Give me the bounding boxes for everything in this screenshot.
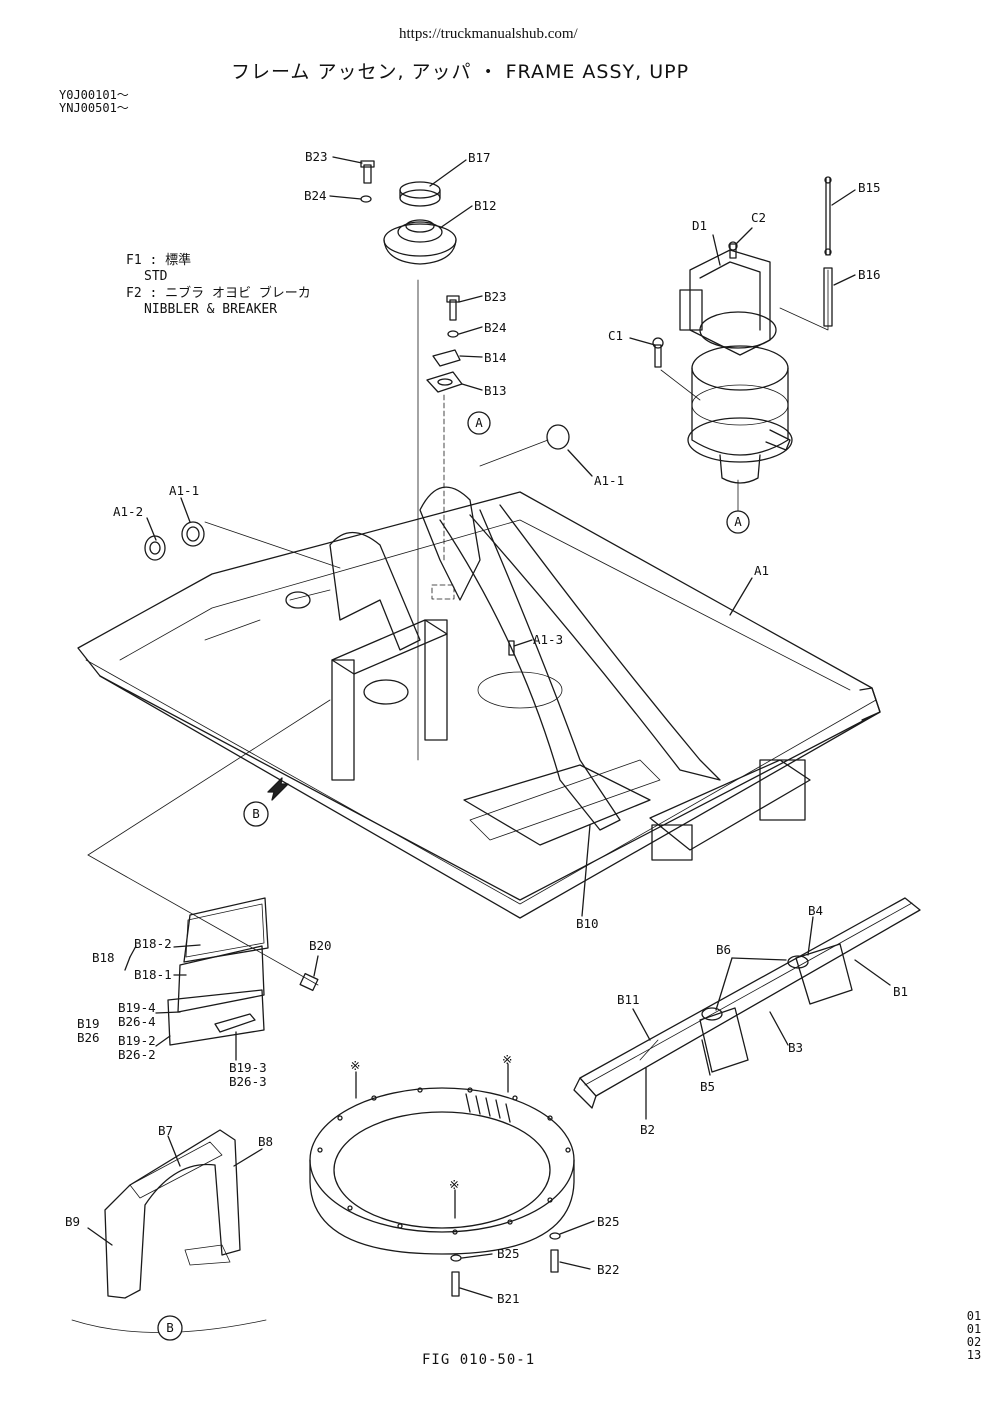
page-code-list: 01 01 02 13 bbox=[962, 1310, 986, 1362]
legend-f1-code: F1 : 標準 bbox=[126, 253, 192, 268]
callout-b25-bottom: B25 bbox=[497, 1246, 520, 1261]
callout-b1: B1 bbox=[893, 984, 909, 999]
counterweight-rails bbox=[573, 897, 921, 1109]
marker-circle-a-top bbox=[467, 411, 491, 435]
callout-a1: A1 bbox=[754, 563, 770, 578]
callout-b13: B13 bbox=[484, 383, 507, 398]
callout-b8: B8 bbox=[258, 1134, 274, 1149]
callout-b24-top: B24 bbox=[304, 188, 327, 203]
callout-b26: B26 bbox=[77, 1030, 100, 1045]
serial-range-1: Y0J00101～ bbox=[59, 88, 129, 102]
callout-b6: B6 bbox=[716, 942, 732, 957]
serial-range-2: YNJ00501～ bbox=[59, 101, 129, 115]
view-arrow bbox=[267, 777, 289, 801]
marker-circle-b-bottom bbox=[157, 1315, 183, 1341]
upper-frame-main bbox=[77, 424, 881, 986]
callout-b26-2: B26-2 bbox=[118, 1047, 156, 1062]
callout-b23-mid: B23 bbox=[484, 289, 507, 304]
callout-b7: B7 bbox=[158, 1123, 174, 1138]
callout-b12: B12 bbox=[474, 198, 497, 213]
plate-bolt-stack bbox=[426, 295, 463, 600]
callout-b23-top: B23 bbox=[305, 149, 328, 164]
swing-ring-bearing bbox=[309, 1087, 575, 1297]
source-url: https://truckmanualshub.com/ bbox=[399, 26, 578, 42]
callout-b25-right: B25 bbox=[597, 1214, 620, 1229]
special-mark-3: ※ bbox=[449, 1177, 460, 1192]
callout-b2: B2 bbox=[640, 1122, 656, 1137]
callout-a1-1-left: A1-1 bbox=[169, 483, 200, 498]
callout-b24-mid: B24 bbox=[484, 320, 507, 335]
callout-b18: B18 bbox=[92, 950, 115, 965]
swivel-joint-parts bbox=[360, 160, 457, 761]
marker-circle-a-motor bbox=[726, 510, 750, 534]
page-code-4: 13 bbox=[966, 1348, 982, 1362]
legend-f2-code: F2 : ニブラ オヨビ ブレーカ bbox=[126, 286, 311, 301]
callout-b3: B3 bbox=[788, 1040, 804, 1055]
callout-b11: B11 bbox=[617, 992, 640, 1007]
callout-b14: B14 bbox=[484, 350, 507, 365]
bracket-plates bbox=[167, 897, 319, 1046]
special-mark-1: ※ bbox=[350, 1058, 361, 1073]
special-mark-2: ※ bbox=[502, 1052, 513, 1067]
callout-b18-1: B18-1 bbox=[134, 967, 172, 982]
callout-d1: D1 bbox=[692, 218, 708, 233]
figure-number: FIG 010-50-1 bbox=[422, 1352, 536, 1368]
swing-motor bbox=[652, 176, 833, 513]
page-code-1: 01 bbox=[966, 1309, 982, 1323]
callout-b20: B20 bbox=[309, 938, 332, 953]
marker-circle-b-arrow bbox=[243, 801, 269, 827]
callout-b10: B10 bbox=[576, 916, 599, 931]
callout-b-arrow: B bbox=[252, 806, 260, 821]
legend-f2-text: NIBBLER & BREAKER bbox=[144, 302, 278, 317]
page-code-2: 01 bbox=[966, 1322, 982, 1336]
callout-a1-1-right: A1-1 bbox=[594, 473, 625, 488]
callout-c2: C2 bbox=[751, 210, 767, 225]
callout-b19-2: B19-2 bbox=[118, 1033, 156, 1048]
callout-b19: B19 bbox=[77, 1016, 100, 1031]
callout-a1-3: A1-3 bbox=[533, 632, 564, 647]
callout-b4: B4 bbox=[808, 903, 824, 918]
page-code-3: 02 bbox=[966, 1335, 982, 1349]
callout-c1: C1 bbox=[608, 328, 624, 343]
callout-b21: B21 bbox=[497, 1291, 520, 1306]
leader-lines bbox=[87, 156, 891, 1299]
page-title: フレーム アッセン, アッパ ・ FRAME ASSY, UPP bbox=[231, 61, 690, 83]
callout-b26-4: B26-4 bbox=[118, 1014, 156, 1029]
callout-b5: B5 bbox=[700, 1079, 716, 1094]
callout-a1-2: A1-2 bbox=[113, 504, 144, 519]
legend-f1-text: STD bbox=[144, 269, 168, 284]
callout-b16: B16 bbox=[858, 267, 881, 282]
callout-b19-4: B19-4 bbox=[118, 1000, 156, 1015]
callout-a-motor: A bbox=[734, 514, 742, 529]
callout-b9: B9 bbox=[65, 1214, 81, 1229]
callout-b19-3: B19-3 bbox=[229, 1060, 267, 1075]
callout-a-top: A bbox=[475, 415, 483, 430]
callout-b18-2: B18-2 bbox=[134, 936, 172, 951]
callout-b-bottom: B bbox=[166, 1320, 174, 1335]
callout-b26-3: B26-3 bbox=[229, 1074, 267, 1089]
guard-b-view bbox=[71, 1129, 267, 1333]
callout-b17: B17 bbox=[468, 150, 491, 165]
callout-b15: B15 bbox=[858, 180, 881, 195]
callout-b22: B22 bbox=[597, 1262, 620, 1277]
